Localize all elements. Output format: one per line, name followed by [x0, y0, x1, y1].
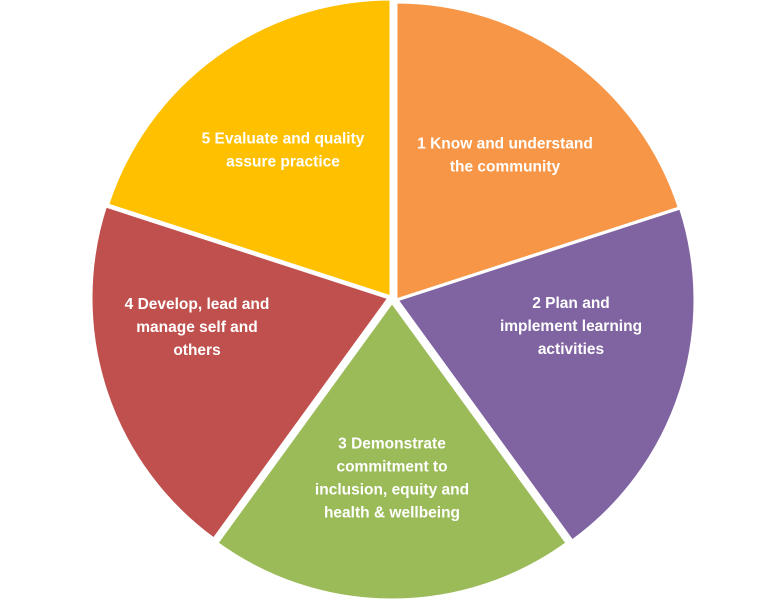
segment-3-label-line: inclusion, equity and	[315, 482, 469, 499]
segment-3-label-line: commitment to	[336, 459, 447, 476]
segment-2-label: 2 Plan and implement learning activities	[500, 295, 642, 358]
segment-4-label-line: others	[173, 342, 220, 359]
segment-1-label-line: the community	[450, 159, 561, 176]
segment-5-label: 5 Evaluate and quality assure practice	[202, 131, 365, 171]
segment-3-label-line: 3 Demonstrate	[338, 436, 446, 453]
segment-5	[106, 0, 393, 299]
segment-2-label-line: implement learning	[500, 318, 642, 335]
segment-3-label-line: health & wellbeing	[324, 505, 460, 522]
segment-1	[394, 0, 681, 302]
segment-3	[215, 300, 569, 602]
segment-2-label-line: activities	[538, 341, 604, 358]
segment-4-label-line: 4 Develop, lead and	[125, 296, 270, 313]
segment-5-label-line: 5 Evaluate and quality	[202, 131, 365, 148]
segment-1-label-line: 1 Know and understand	[417, 136, 593, 153]
segment-4	[89, 204, 391, 541]
segment-3-label: 3 Demonstrate commitment to inclusion, equ…	[315, 436, 469, 522]
segment-5-label-line: assure practice	[226, 154, 340, 171]
segment-4-label: 4 Develop, lead and manage self and others	[125, 296, 270, 359]
segment-1-label: 1 Know and understand the community	[417, 136, 593, 176]
segment-2-label-line: 2 Plan and	[532, 295, 610, 312]
segment-4-label-line: manage self and	[136, 319, 257, 336]
segment-2	[395, 206, 697, 543]
